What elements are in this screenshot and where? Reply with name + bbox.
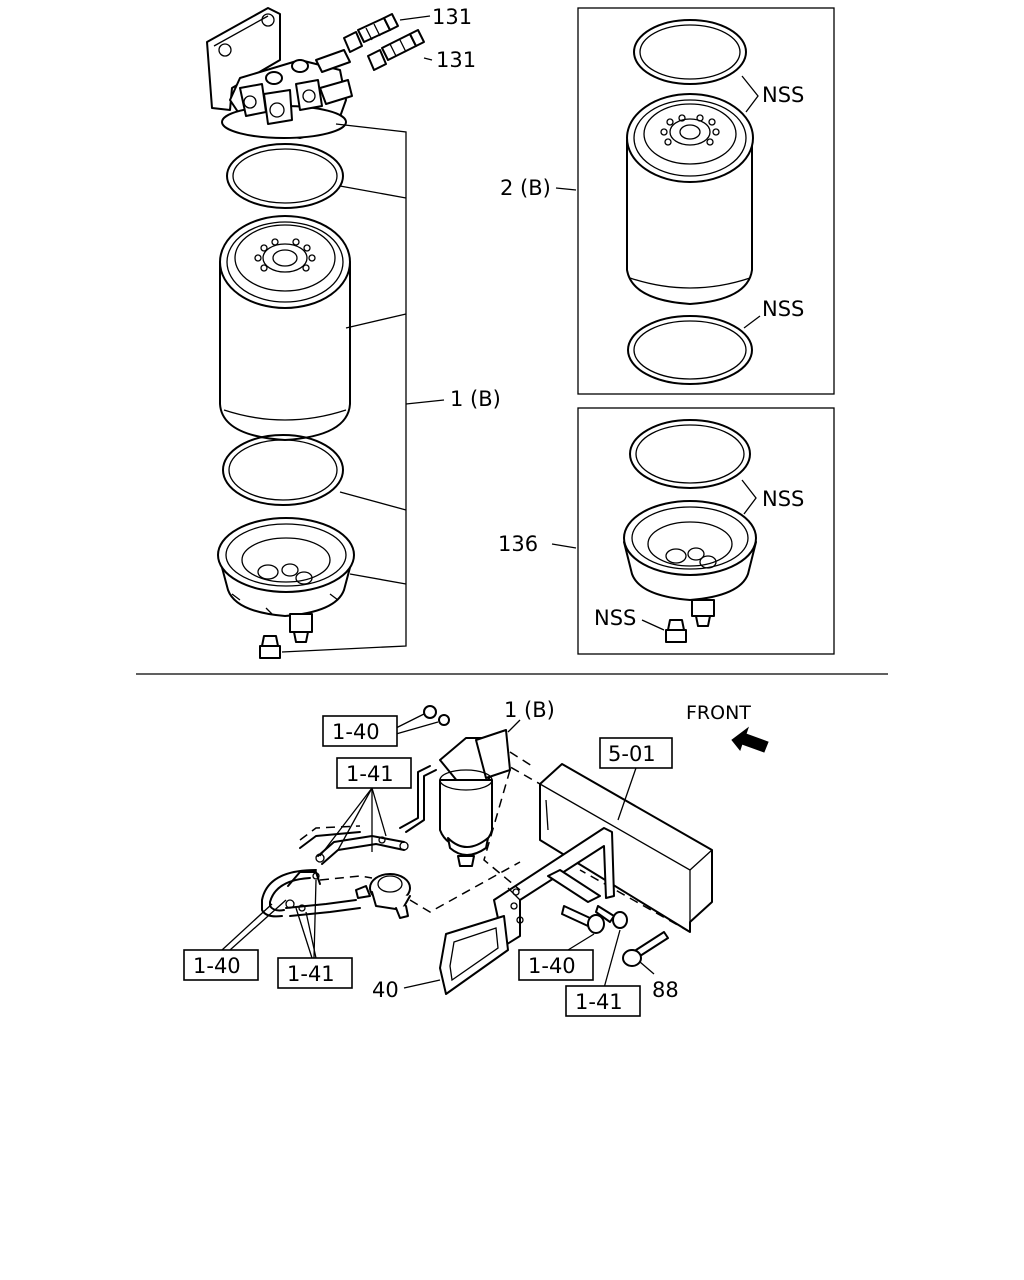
- label-nss-1: NSS: [762, 83, 804, 107]
- bolt-88: [622, 931, 669, 967]
- kit-2b-box: [577, 7, 835, 395]
- front-label: FRONT: [686, 702, 751, 724]
- mounting-bracket: [493, 827, 615, 947]
- ref-box-1-40-left: 1-40: [183, 949, 259, 981]
- installed-filter: [399, 729, 511, 867]
- label-40: 40: [372, 978, 399, 1002]
- label-88: 88: [652, 978, 679, 1002]
- ref-box-1-41-right: 1-41: [565, 985, 641, 1017]
- svg-text:5-01: 5-01: [608, 742, 656, 766]
- svg-text:1-40: 1-40: [528, 954, 576, 978]
- washers: [423, 705, 450, 726]
- filter-cartridge: [219, 215, 351, 441]
- label-131-a: 131: [432, 5, 472, 29]
- kit-2b-cartridge: [626, 93, 754, 305]
- drain-plug: [259, 635, 281, 659]
- svg-text:1-41: 1-41: [575, 990, 623, 1014]
- ref-box-1-41-left: 1-41: [277, 957, 353, 989]
- o-ring-lower: [222, 434, 344, 506]
- leader-1b: [281, 123, 445, 653]
- kit-136-bowl: [623, 500, 757, 627]
- ref-box-5-01: 5-01: [599, 737, 673, 769]
- label-136: 136: [498, 532, 538, 556]
- kit-136-ring: [629, 419, 751, 489]
- o-ring-upper: [226, 143, 344, 209]
- shield-plate-40: [439, 915, 509, 995]
- label-nss-4: NSS: [594, 606, 636, 630]
- fitting-131-a: [343, 13, 399, 53]
- kit-136-drain-plug: [665, 619, 687, 643]
- priming-pump: [355, 861, 521, 919]
- kit-2b-ring-bottom: [627, 315, 753, 385]
- svg-text:1-41: 1-41: [346, 762, 394, 786]
- label-1b-top: 1 (B): [450, 387, 501, 411]
- ref-leaders: [221, 767, 655, 989]
- water-bowl: [217, 517, 355, 643]
- bolt-1-40: [561, 905, 605, 934]
- filter-head: [206, 7, 353, 139]
- svg-text:1-40: 1-40: [332, 720, 380, 744]
- ref-box-1-40-right: 1-40: [518, 949, 594, 981]
- kit-136-box: [577, 407, 835, 655]
- bolt-1-41: [595, 905, 628, 929]
- ref-box-1-40-top: 1-40: [322, 715, 398, 747]
- svg-text:1-41: 1-41: [287, 962, 335, 986]
- kit-2b-ring-top: [633, 19, 747, 85]
- label-2b: 2 (B): [500, 176, 551, 200]
- label-nss-3: NSS: [762, 487, 804, 511]
- hose-clips: [285, 836, 409, 912]
- fitting-131-b: [367, 29, 425, 71]
- ref-box-1-41-top: 1-41: [336, 757, 412, 789]
- svg-text:1-40: 1-40: [193, 954, 241, 978]
- label-nss-2: NSS: [762, 297, 804, 321]
- arrow-pointing-front-icon: [731, 726, 769, 753]
- label-1b-bottom: 1 (B): [504, 698, 555, 722]
- label-131-b: 131: [436, 48, 476, 72]
